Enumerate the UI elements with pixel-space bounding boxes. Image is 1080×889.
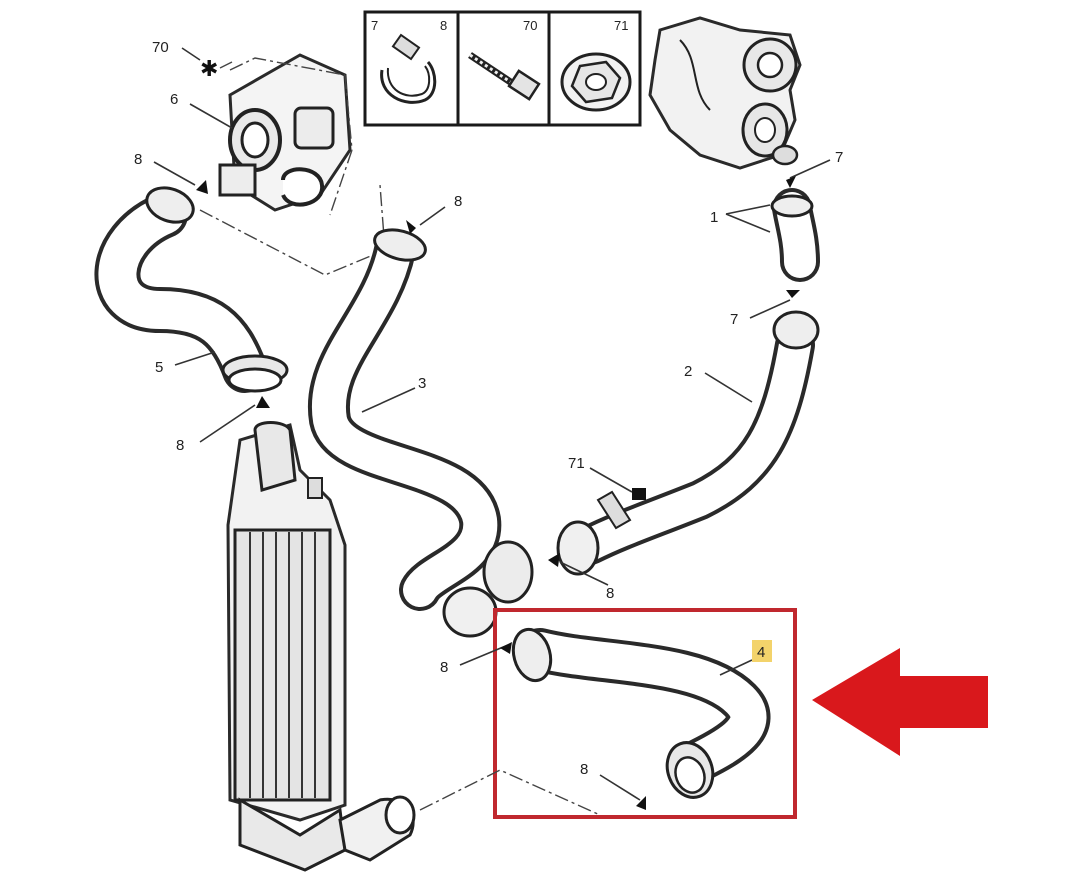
- label-8-c: 8: [454, 193, 462, 210]
- bolt-70-icon: ✱: [200, 57, 218, 82]
- label-8-a: 8: [134, 151, 142, 168]
- legend-label-70: 70: [523, 18, 537, 33]
- label-5: 5: [155, 359, 163, 376]
- intercooler-part: [226, 421, 416, 872]
- hose-clamp-icon: [380, 33, 437, 104]
- throttle-outline: [199, 57, 386, 276]
- throttle-body-part: ✱: [200, 53, 352, 212]
- legend-label-7: 7: [371, 18, 378, 33]
- label-4: 4: [757, 644, 765, 661]
- bottom-dash-line: [419, 769, 601, 816]
- label-7-a: 7: [835, 149, 843, 166]
- hose-4-part: [511, 627, 771, 799]
- label-2: 2: [684, 363, 692, 380]
- nut-icon: [560, 52, 632, 112]
- legend-label-8: 8: [440, 18, 447, 33]
- hose-2-part: [556, 310, 820, 576]
- highlight-box: [493, 608, 797, 819]
- throttle-outline-2: [219, 61, 233, 69]
- label-6: 6: [170, 91, 178, 108]
- legend-label-71: 71: [614, 18, 628, 33]
- connector-1-part: [770, 188, 820, 282]
- label-1: 1: [710, 209, 718, 226]
- screw-icon: [468, 52, 541, 101]
- label-8-e: 8: [440, 659, 448, 676]
- label-3: 3: [418, 375, 426, 392]
- fastener-legend: 7 8 70 71: [363, 10, 642, 127]
- hose-3-part: [307, 228, 534, 638]
- pointer-arrow-icon: [812, 648, 988, 756]
- leader-lines: [153, 47, 831, 810]
- label-70: 70: [152, 39, 169, 56]
- turbocharger-part: [648, 16, 802, 170]
- label-71: 71: [568, 455, 585, 472]
- label-8-d: 8: [606, 585, 614, 602]
- hose-5-part: [94, 186, 289, 393]
- label-8-f: 8: [580, 761, 588, 778]
- label-7-b: 7: [730, 311, 738, 328]
- label-8-b: 8: [176, 437, 184, 454]
- label-4-badge: [752, 640, 772, 662]
